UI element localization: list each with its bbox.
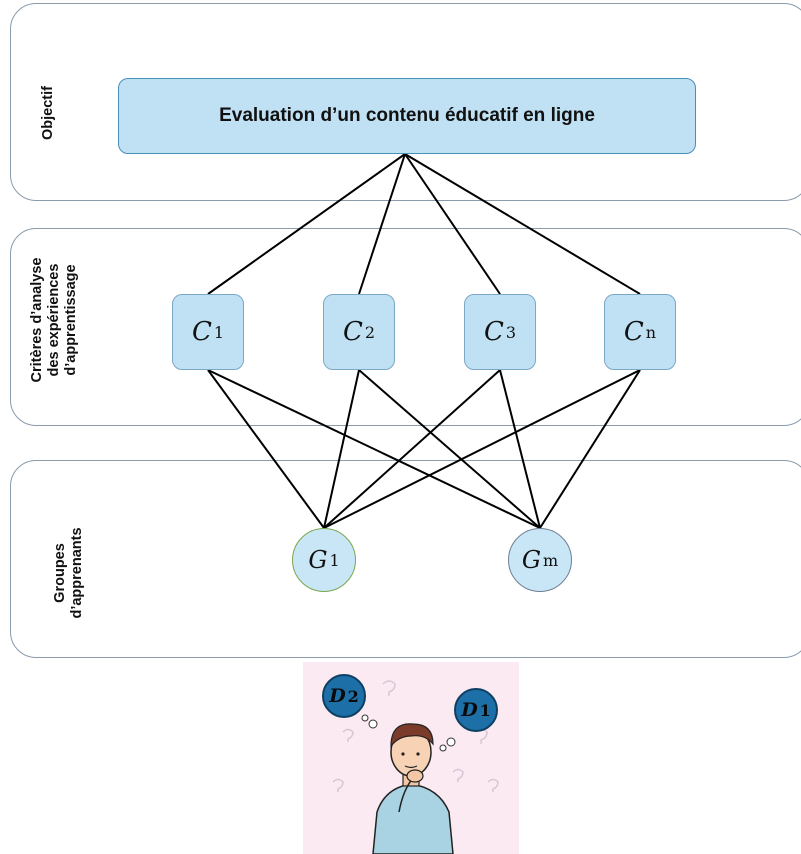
edge-goal-criterion-3 [404,153,501,295]
edge-criterion-2-group-2 [358,369,541,529]
edge-criterion-3-group-1 [323,369,501,529]
edge-criterion-4-group-1 [323,369,641,529]
edge-criterion-3-group-2 [499,369,541,529]
edge-criterion-1-group-1 [207,369,325,529]
edge-goal-criterion-1 [207,153,406,295]
edge-criterion-1-group-2 [207,369,541,529]
thinking-person-icon [332,680,499,854]
edge-goal-criterion-4 [404,153,641,295]
lane-groups [10,460,801,658]
goal-node: Evaluation d’un contenu éducatif en lign… [118,78,696,154]
edge-criterion-2-group-1 [323,369,360,529]
edge-goal-criterion-2 [358,153,406,295]
edge-criterion-4-group-2 [539,369,641,529]
